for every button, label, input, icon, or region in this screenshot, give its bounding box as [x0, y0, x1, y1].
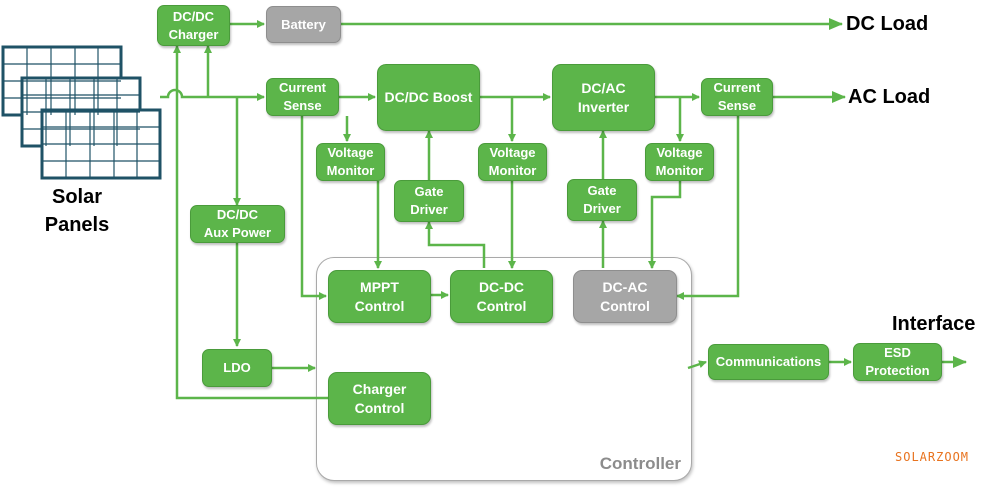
current-sense-output-block: Current Sense	[701, 78, 773, 116]
charger-control-block: Charger Control	[328, 372, 431, 425]
solarzoom-watermark: SOLARZOOM	[895, 450, 970, 464]
dc-load-label: DC Load	[846, 13, 929, 35]
solar-panels-label: Solar Panels	[44, 186, 110, 236]
voltage-monitor-3-block: Voltage Monitor	[645, 143, 714, 181]
controller-label: Controller	[599, 454, 681, 473]
wire-charger-control-feedback	[173, 45, 328, 400]
current-sense-input-block: Current Sense	[266, 78, 339, 116]
gate-driver-2-block: Gate Driver	[567, 179, 637, 221]
wire-panel-bus	[160, 88, 208, 99]
wire-sense-to-mppt	[300, 116, 327, 300]
solar-panels-icon	[1, 45, 162, 180]
esd-protection-block: ESD Protection	[853, 343, 942, 381]
communications-block: Communications	[708, 344, 829, 380]
gate-driver-1-block: Gate Driver	[394, 180, 464, 222]
ac-load-label: AC Load	[848, 86, 931, 108]
interface-label: Interface	[892, 313, 976, 335]
voltage-monitor-2-block: Voltage Monitor	[478, 143, 547, 181]
dcdc-aux-power-block: DC/DC Aux Power	[190, 205, 285, 243]
dcdc-charger-block: DC/DC Charger	[157, 5, 230, 46]
voltage-monitor-1-block: Voltage Monitor	[316, 143, 385, 181]
dcdc-control-block: DC-DC Control	[450, 270, 553, 323]
wire-sense-out-to-dcac-control	[676, 116, 740, 300]
wire-dcdc-control-to-gate1	[425, 221, 486, 268]
mppt-control-block: MPPT Control	[328, 270, 431, 323]
dcac-control-block: DC-AC Control	[573, 270, 677, 323]
ldo-block: LDO	[202, 349, 272, 387]
dcdc-boost-block: DC/DC Boost	[377, 64, 480, 131]
wire-vmon3-to-dcac-control	[648, 181, 682, 269]
battery-block: Battery	[266, 6, 341, 43]
dcac-inverter-block: DC/AC Inverter	[552, 64, 655, 131]
wire-controller-to-comms	[687, 360, 707, 370]
